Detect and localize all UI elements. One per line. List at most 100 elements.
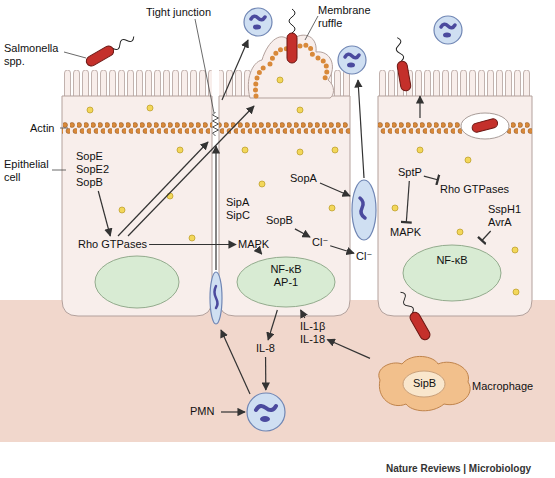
effector-group: SipASipC	[226, 196, 250, 222]
effector-dot	[297, 149, 303, 155]
pmn-cell: PMN	[244, 392, 288, 432]
cytokine-group: IL-1βIL-18	[300, 320, 325, 346]
activation-connector	[268, 310, 277, 340]
effector-dot	[147, 105, 153, 111]
node-text: SopB	[76, 176, 109, 189]
node-text: Rho GTPases	[440, 183, 509, 196]
inhibition-connector	[424, 176, 439, 180]
activation-connector	[260, 253, 262, 254]
node-text: IL-18	[300, 333, 325, 346]
pathway-arrow	[358, 80, 364, 178]
node-text: SopA	[290, 172, 317, 185]
pmn-cell	[338, 46, 366, 74]
effector-text: SptP	[398, 166, 422, 179]
activation-connector	[98, 191, 110, 236]
structure-label: Epithelial cell	[4, 158, 54, 184]
effector-dot	[513, 289, 519, 295]
pmn-cell	[244, 8, 272, 36]
effector-dot	[87, 107, 93, 113]
inhibition-connector	[406, 181, 409, 223]
activation-connector	[265, 357, 266, 390]
tight-junction	[213, 112, 219, 136]
node-outline	[244, 392, 288, 432]
leader-lines	[52, 16, 318, 170]
effector-dot	[417, 147, 423, 153]
effector-dot	[189, 235, 195, 241]
macrophage: MacrophageSipB	[372, 350, 477, 415]
effector-dot	[329, 205, 335, 211]
signal-text: MAPK	[390, 226, 421, 239]
organism-label: Salmonella spp.	[4, 42, 66, 68]
activation-connector	[149, 244, 236, 245]
node-text: Cl⁻	[312, 236, 328, 249]
vacuole	[461, 113, 509, 139]
cytokine-text: IL-8	[256, 342, 275, 355]
node-text: IL-1β	[300, 320, 325, 333]
node-text: NF-κB	[236, 263, 336, 276]
pmn-outline	[247, 393, 285, 431]
activation-connector	[301, 310, 305, 318]
effector-dot	[392, 205, 398, 211]
node-text: SspH1	[488, 203, 521, 216]
effector-dot	[167, 193, 173, 199]
node-text: PMN	[190, 405, 214, 418]
nucleus-outline	[237, 257, 335, 307]
pathway-arrow	[320, 183, 350, 196]
ion-text: Cl⁻	[356, 250, 372, 263]
node-text: SopE	[76, 150, 109, 163]
node-text: MAPK	[238, 238, 269, 251]
node-text: Cl⁻	[356, 250, 372, 263]
pathway-arrows	[118, 40, 420, 394]
pmn-nucleus	[215, 286, 218, 308]
structure-label: Actin	[30, 122, 54, 135]
pmn-cell	[434, 16, 462, 44]
node-text: SipC	[226, 209, 250, 222]
node-text: SipA	[226, 196, 250, 209]
effector-text: SopB	[266, 214, 293, 227]
leader-line	[195, 19, 214, 113]
nucleus: NF-κB	[402, 244, 502, 302]
effector-dot	[297, 107, 303, 113]
effector-dot	[465, 157, 471, 163]
node-text: Macrophage	[472, 380, 533, 393]
structure-label: Tight junction	[146, 6, 211, 19]
pathway-arrow	[128, 106, 254, 236]
effector-dot	[119, 207, 125, 213]
effector-dot	[242, 147, 248, 153]
node-text: Rho GTPases	[78, 238, 147, 251]
pointer-arrow	[221, 411, 245, 412]
pmn-cell	[352, 180, 376, 240]
node-text: MAPK	[390, 226, 421, 239]
nucleus	[95, 256, 179, 308]
effector-group: SspH1AvrA	[488, 203, 521, 229]
ion-text: Cl⁻	[312, 236, 328, 249]
salmonella	[287, 9, 297, 63]
pathway-arrow	[222, 40, 248, 100]
pmn-cell	[210, 272, 222, 324]
salmonella	[471, 118, 498, 133]
nucleus: NF-κBAP-1	[236, 256, 336, 308]
pmn-nucleus	[256, 406, 276, 410]
salmonella	[85, 32, 137, 68]
node-text: SopE2	[76, 163, 109, 176]
pmn-nucleus	[260, 416, 270, 422]
epithelial-cell	[219, 96, 350, 316]
pathway-arrow	[118, 142, 208, 236]
salmonella	[392, 37, 411, 92]
structure-label: Membrane ruffle	[318, 4, 376, 30]
pathway-arrow	[221, 330, 250, 394]
inhibition-connector	[481, 231, 490, 241]
node-text: IL-8	[256, 342, 275, 355]
lamina-propria	[0, 300, 555, 442]
signal-text: MAPK	[238, 238, 269, 251]
actin-band	[62, 122, 212, 134]
activation-connector	[295, 229, 310, 237]
node-text: SopB	[266, 214, 293, 227]
activation-connector	[330, 246, 354, 254]
effector-dot	[277, 77, 283, 83]
node-text: AP-1	[236, 276, 336, 289]
epithelial-cell	[378, 96, 532, 316]
activation-connector	[327, 339, 370, 358]
effector-dot	[177, 147, 183, 153]
